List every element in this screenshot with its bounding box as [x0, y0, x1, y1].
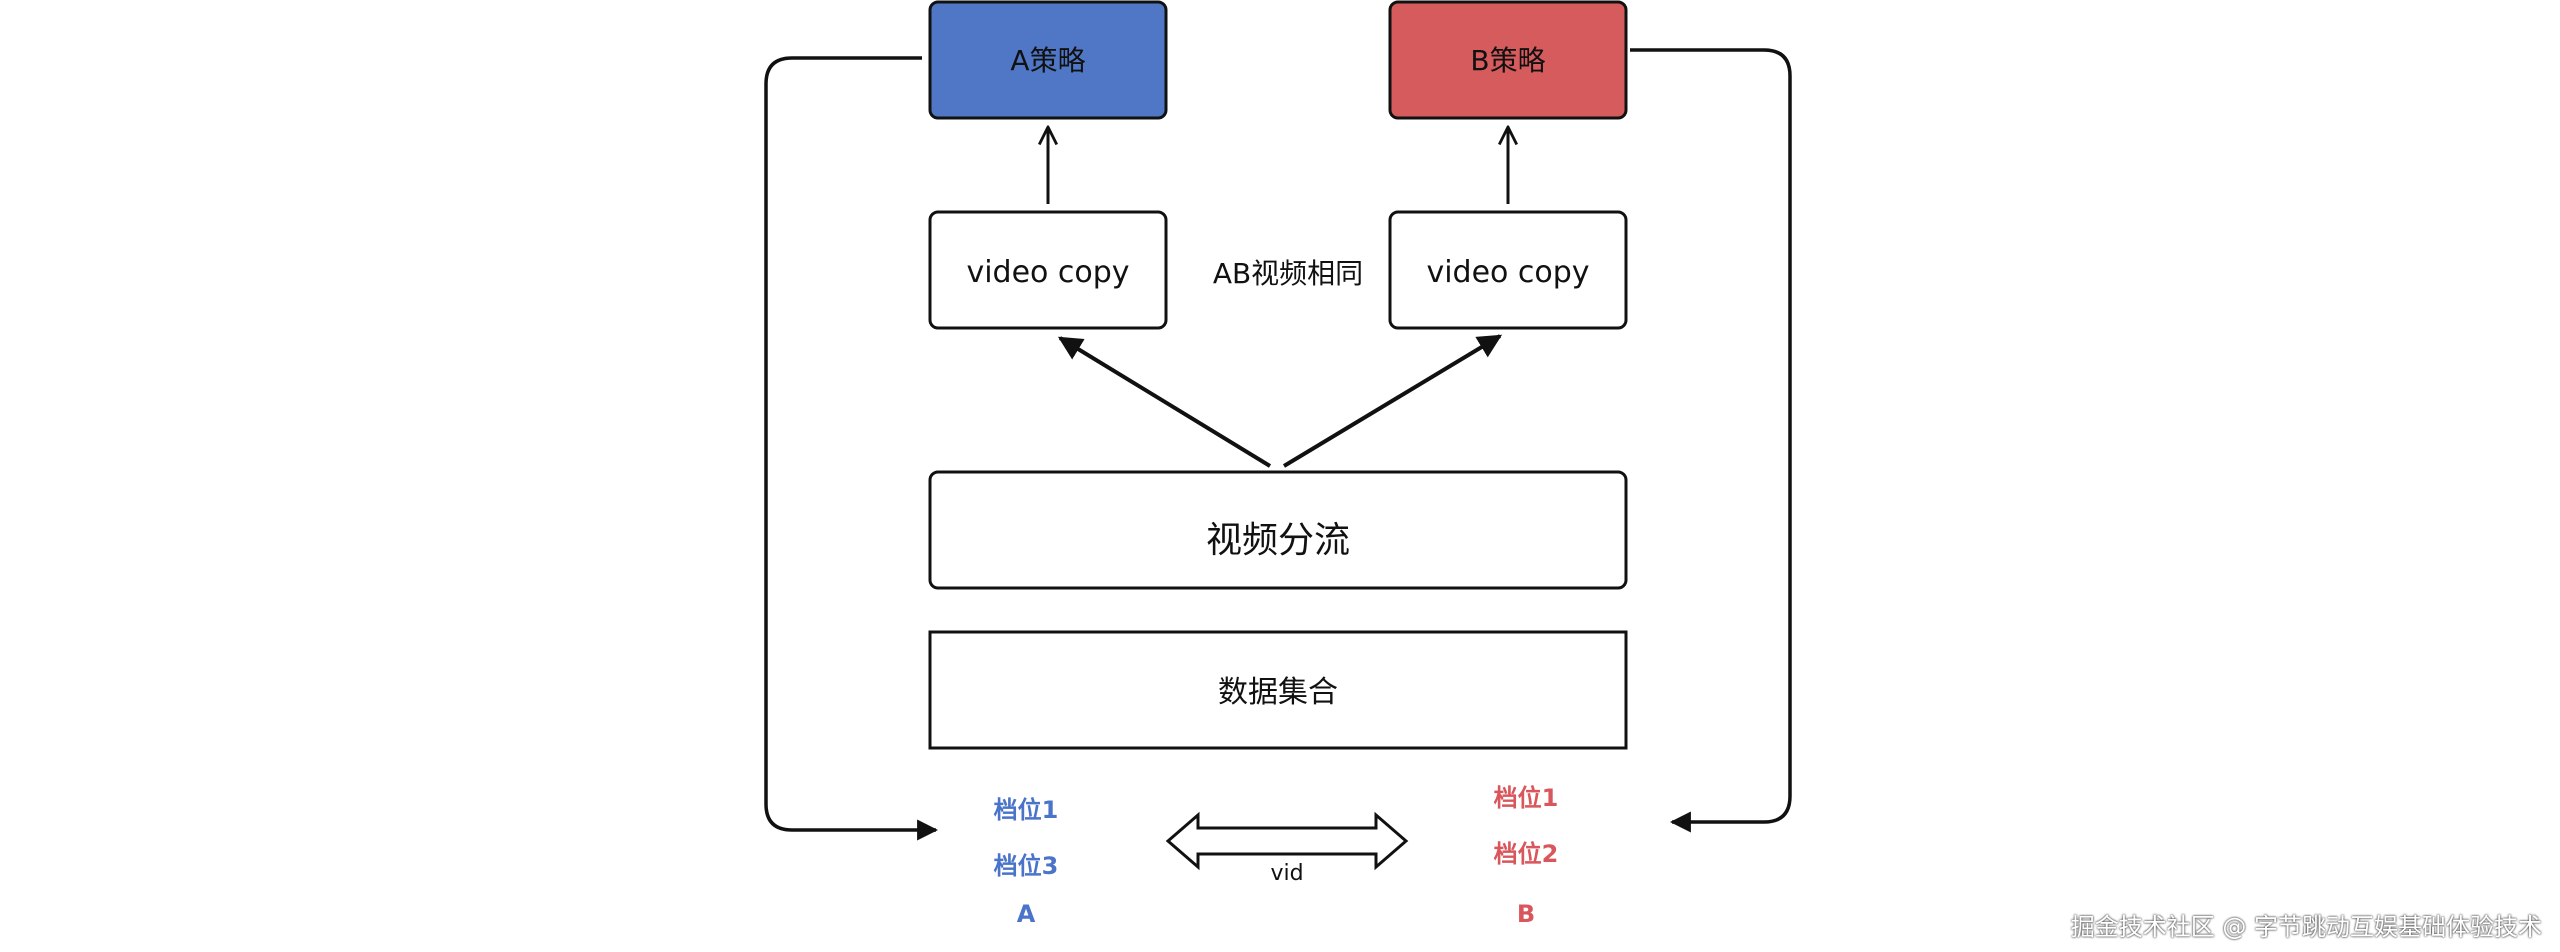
- group-a-label: A: [1017, 900, 1036, 928]
- data-set-label: 数据集合: [1218, 675, 1338, 710]
- data-set-node: 数据集合: [928, 630, 1628, 750]
- strategy-a-label: A策略: [1010, 44, 1085, 77]
- vid-label: vid: [1270, 861, 1303, 886]
- video-copy-a-node: video copy: [928, 210, 1168, 330]
- group-b-level-2: 档位2: [1494, 840, 1559, 868]
- strategy-b-label: B策略: [1470, 44, 1545, 77]
- video-copy-b-label: video copy: [1426, 255, 1589, 290]
- group-a-level-1: 档位1: [994, 796, 1059, 824]
- ab-same-note: AB视频相同: [1213, 257, 1363, 290]
- arrow-strategy-b-to-group-b: [1630, 48, 1792, 833]
- video-copy-a-label: video copy: [966, 255, 1129, 290]
- arrow-split-to-copy-b: [1282, 334, 1503, 468]
- vid-double-arrow: [1165, 811, 1409, 871]
- group-a-level-2: 档位3: [994, 852, 1059, 880]
- watermark: 掘金技术社区 @ 字节跳动互娱基础体验技术: [2070, 913, 2542, 941]
- video-split-label: 视频分流: [1206, 520, 1350, 561]
- arrow-split-to-copy-a: [1057, 336, 1272, 468]
- strategy-a-node: A策略: [928, 0, 1168, 120]
- group-b-label: B: [1517, 900, 1535, 928]
- strategy-b-node: B策略: [1388, 0, 1628, 120]
- group-b-level-1: 档位1: [1494, 784, 1559, 812]
- arrow-strategy-a-to-group-a: [764, 56, 939, 841]
- video-copy-b-node: video copy: [1388, 210, 1628, 330]
- video-split-node: 视频分流: [928, 470, 1628, 590]
